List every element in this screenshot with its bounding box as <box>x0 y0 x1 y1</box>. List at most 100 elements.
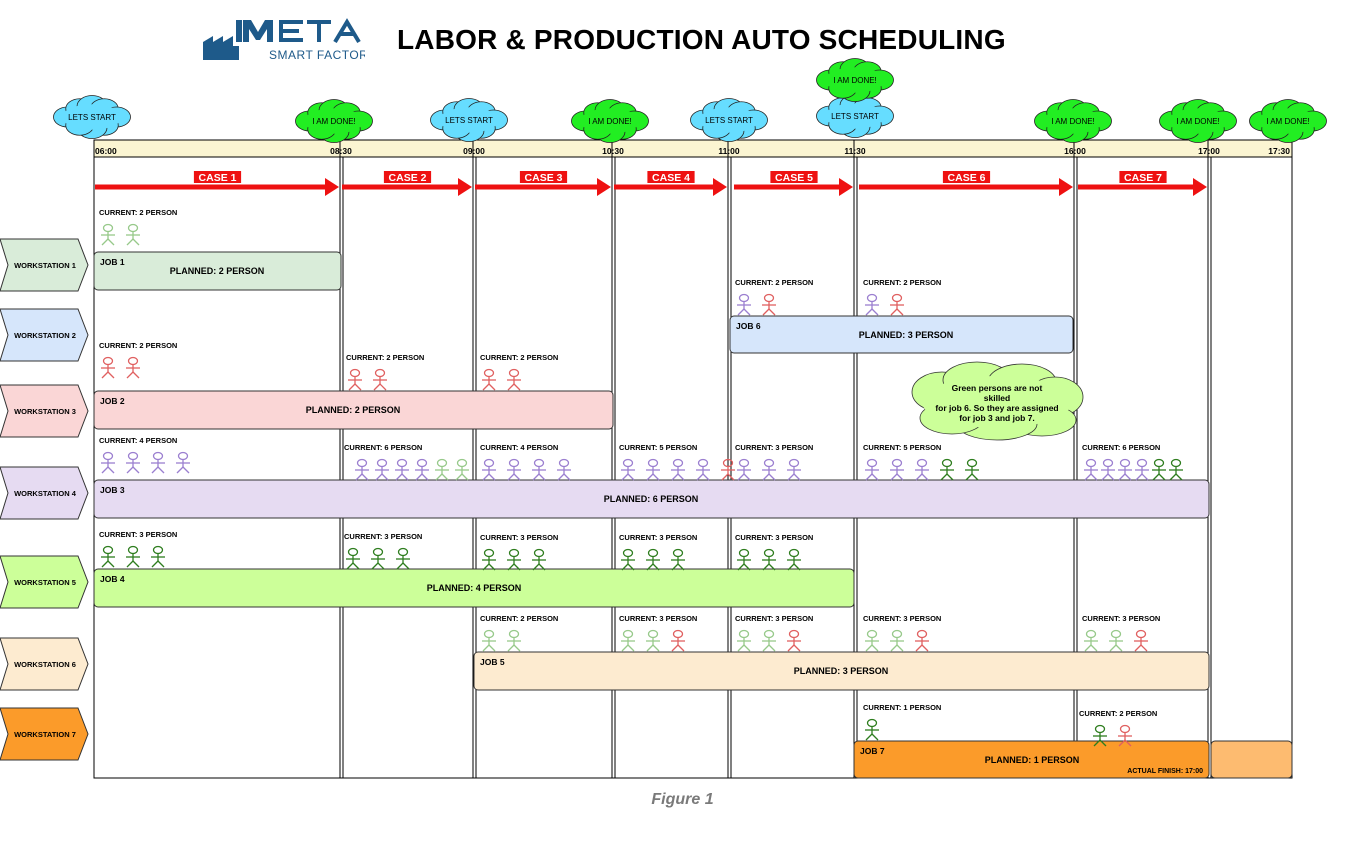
workstation-chevron <box>0 238 89 292</box>
person-leg <box>126 560 134 568</box>
person-leg <box>132 238 140 246</box>
workstation-label: WORKSTATION 1 <box>14 261 76 270</box>
person-icon <box>1093 724 1107 747</box>
person-leg <box>762 473 770 481</box>
crew-ws3-seg2: CURRENT: 2 PERSON <box>480 353 558 391</box>
case-label-bg <box>770 171 818 183</box>
job-planned-label: PLANNED: 3 PERSON <box>794 666 889 676</box>
person-leg <box>1109 644 1117 652</box>
person-icon <box>455 458 469 481</box>
person-leg <box>482 563 490 571</box>
case-arrow-2: CASE 2 <box>342 171 472 196</box>
case-arrow-head <box>458 178 472 196</box>
workstation-5: WORKSTATION 5 <box>0 555 89 609</box>
person-leg <box>401 473 409 481</box>
person-leg <box>946 473 954 481</box>
cloud-body <box>825 67 885 93</box>
case-label: CASE 1 <box>199 172 237 184</box>
job-label: JOB 3 <box>100 485 125 495</box>
case-label-bg <box>647 171 695 183</box>
cloud-body <box>825 103 885 129</box>
person-leg <box>737 308 745 316</box>
person-icon <box>621 629 635 652</box>
time-label: 08:30 <box>330 146 352 156</box>
crew-ws5-seg1: CURRENT: 3 PERSON <box>344 532 422 570</box>
job-bar <box>729 315 1074 354</box>
person-leg <box>371 562 379 570</box>
job-bar <box>93 479 1210 519</box>
person-leg <box>1169 473 1177 481</box>
job-planned-label: PLANNED: 2 PERSON <box>306 405 401 415</box>
person-icon <box>621 458 635 481</box>
person-icon <box>482 458 496 481</box>
person-leg <box>762 644 770 652</box>
person-icon <box>373 368 387 391</box>
person-icon <box>126 356 140 379</box>
current-person-label: CURRENT: 5 PERSON <box>863 443 941 452</box>
cloud-body <box>62 104 122 130</box>
current-person-label: CURRENT: 3 PERSON <box>480 533 558 542</box>
person-icon <box>348 368 362 391</box>
person-icon <box>482 548 496 571</box>
cloud-i-am-done: I AM DONE! <box>1159 99 1237 143</box>
case-label: CASE 5 <box>775 172 813 184</box>
crew-ws6-seg6: CURRENT: 3 PERSON <box>1082 614 1160 652</box>
job-planned-label: PLANNED: 4 PERSON <box>427 583 522 593</box>
person-leg <box>354 383 362 391</box>
current-person-label: CURRENT: 2 PERSON <box>99 341 177 350</box>
person-leg <box>896 644 904 652</box>
cloud-label: I AM DONE! <box>1176 117 1220 126</box>
cloud-label: I AM DONE! <box>833 76 877 85</box>
person-leg <box>507 563 515 571</box>
person-icon <box>1118 724 1132 747</box>
person-icon <box>435 458 449 481</box>
current-person-label: CURRENT: 3 PERSON <box>1082 614 1160 623</box>
person-icon <box>375 458 389 481</box>
person-leg <box>1115 644 1123 652</box>
person-leg <box>126 238 134 246</box>
person-leg <box>737 644 745 652</box>
current-person-label: CURRENT: 3 PERSON <box>619 614 697 623</box>
person-icon <box>1084 629 1098 652</box>
workstation-label: WORKSTATION 3 <box>14 407 76 416</box>
cloud-i-am-done: I AM DONE! <box>1034 99 1112 143</box>
person-icon <box>737 293 751 316</box>
person-leg <box>151 466 159 474</box>
person-leg <box>652 563 660 571</box>
person-leg <box>355 473 363 481</box>
job-7-extension <box>1210 740 1293 779</box>
current-person-label: CURRENT: 4 PERSON <box>480 443 558 452</box>
person-leg <box>890 473 898 481</box>
person-leg <box>513 644 521 652</box>
workstation-chevron <box>0 308 89 362</box>
person-icon <box>915 629 929 652</box>
workstation-chevron <box>0 384 89 438</box>
person-icon <box>787 629 801 652</box>
person-icon <box>965 458 979 481</box>
person-leg <box>346 562 354 570</box>
case-arrow-head <box>713 178 727 196</box>
person-leg <box>461 473 469 481</box>
person-icon <box>396 547 410 570</box>
job-bar <box>473 651 1210 691</box>
person-leg <box>395 473 403 481</box>
person-icon <box>1101 458 1115 481</box>
current-person-label: CURRENT: 3 PERSON <box>344 532 422 541</box>
case-label-bg <box>519 171 568 183</box>
cloud-lets-start: LETS START <box>53 95 131 139</box>
workstation-label: WORKSTATION 7 <box>14 730 76 739</box>
job-label: JOB 5 <box>480 657 505 667</box>
person-leg <box>402 562 410 570</box>
crew-ws5-seg2: CURRENT: 3 PERSON <box>480 533 558 571</box>
person-icon <box>865 458 879 481</box>
person-leg <box>176 466 184 474</box>
cloud-lets-start: LETS START <box>430 98 508 142</box>
person-icon <box>737 458 751 481</box>
cloud-i-am-done: I AM DONE! <box>295 99 373 143</box>
person-leg <box>488 644 496 652</box>
crew-ws1-seg0: CURRENT: 2 PERSON <box>99 208 177 246</box>
person-icon <box>762 548 776 571</box>
person-leg <box>126 371 134 379</box>
case-label-bg <box>193 171 242 183</box>
logo-subtitle: SMART FACTORY <box>269 48 365 62</box>
